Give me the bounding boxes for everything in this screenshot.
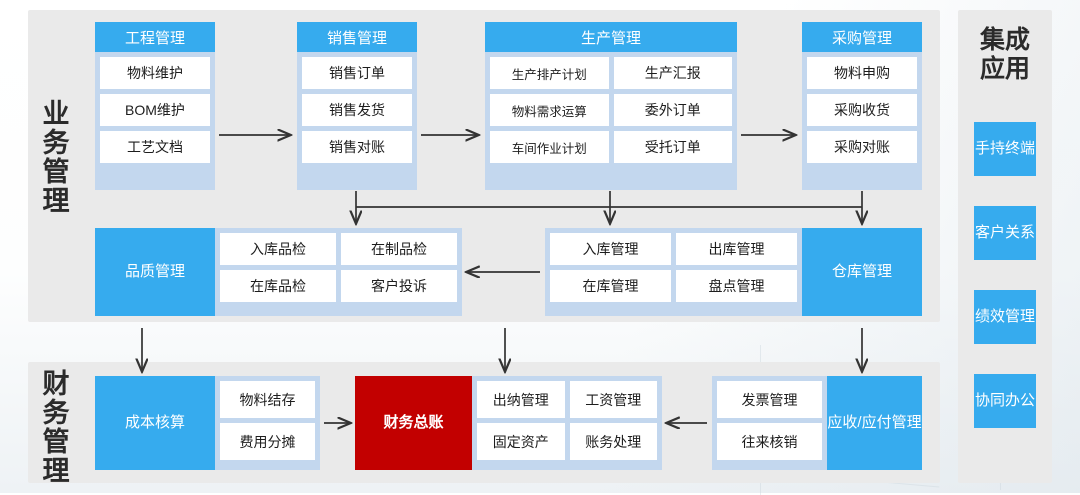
card-quality-item-2[interactable]: 在制品检	[341, 233, 457, 265]
card-quality[interactable]: 品质管理 入库品检 在库品检 在制品检 客户投诉	[95, 228, 462, 316]
finance-label-char-2: 管	[42, 427, 70, 458]
business-label-char-0: 业	[42, 99, 70, 129]
card-general-ledger-col-left: 出纳管理 固定资产	[477, 381, 565, 465]
app-tile-collaborative-office[interactable]: 协同办公	[974, 374, 1036, 428]
card-production-item-3[interactable]: 生产汇报	[613, 57, 732, 89]
finance-section-label: 财 务 管 理	[34, 369, 78, 487]
card-warehouse-item-0[interactable]: 入库管理	[550, 233, 671, 265]
card-general-ledger-label: 财务总账	[355, 376, 472, 470]
card-warehouse-label: 仓库管理	[802, 228, 922, 316]
card-warehouse[interactable]: 入库管理 在库管理 出库管理 盘点管理 仓库管理	[545, 228, 922, 316]
business-section-label: 业 务 管 理	[34, 99, 78, 217]
finance-label-char-3: 理	[42, 456, 70, 487]
card-production-body: 生产排产计划 物料需求运算 车间作业计划 生产汇报 委外订单 受托订单	[485, 52, 737, 168]
finance-label-char-1: 务	[42, 398, 70, 429]
card-purchasing[interactable]: 采购管理 物料申购 采购收货 采购对账	[802, 22, 922, 190]
card-cost-accounting-grid: 物料结存 费用分摊	[215, 376, 320, 470]
business-label-char-3: 理	[42, 186, 70, 217]
card-production-item-1[interactable]: 物料需求运算	[490, 94, 609, 126]
apps-title-line-1: 应用	[979, 54, 1030, 83]
business-label-char-2: 管	[42, 157, 70, 188]
card-engineering-item-1[interactable]: BOM维护	[100, 94, 210, 126]
card-quality-col-right: 在制品检 客户投诉	[341, 233, 457, 311]
card-engineering-title: 工程管理	[95, 22, 215, 52]
card-ar-ap-item-0[interactable]: 发票管理	[717, 381, 822, 418]
card-engineering-body: 物料维护 BOM维护 工艺文档	[95, 52, 215, 168]
card-quality-grid: 入库品检 在库品检 在制品检 客户投诉	[215, 228, 462, 316]
card-production-item-4[interactable]: 委外订单	[613, 94, 732, 126]
card-cost-accounting-item-0[interactable]: 物料结存	[220, 381, 315, 418]
card-warehouse-grid: 入库管理 在库管理 出库管理 盘点管理	[545, 228, 802, 316]
card-cost-accounting-item-1[interactable]: 费用分摊	[220, 423, 315, 460]
card-quality-label: 品质管理	[95, 228, 215, 316]
card-general-ledger-item-1[interactable]: 固定资产	[477, 423, 565, 460]
card-purchasing-item-0[interactable]: 物料申购	[807, 57, 917, 89]
app-tile-handheld-terminal[interactable]: 手持终端	[974, 122, 1036, 176]
card-general-ledger-grid: 出纳管理 固定资产 工资管理 账务处理	[472, 376, 662, 470]
card-purchasing-title: 采购管理	[802, 22, 922, 52]
card-sales-body: 销售订单 销售发货 销售对账	[297, 52, 417, 168]
card-purchasing-body: 物料申购 采购收货 采购对账	[802, 52, 922, 168]
card-sales[interactable]: 销售管理 销售订单 销售发货 销售对账	[297, 22, 417, 190]
card-general-ledger-item-3[interactable]: 账务处理	[569, 423, 657, 460]
card-purchasing-item-1[interactable]: 采购收货	[807, 94, 917, 126]
card-ar-ap-label: 应收/应付管理	[827, 376, 922, 470]
apps-title-line-0: 集成	[979, 26, 1030, 54]
card-warehouse-col-left: 入库管理 在库管理	[550, 233, 671, 311]
card-ar-ap-grid: 发票管理 往来核销	[712, 376, 827, 470]
integrated-apps-title: 集成 应用	[958, 26, 1052, 84]
card-warehouse-col-right: 出库管理 盘点管理	[676, 233, 797, 311]
card-production-title: 生产管理	[485, 22, 737, 52]
card-general-ledger[interactable]: 财务总账 出纳管理 固定资产 工资管理 账务处理	[355, 376, 662, 470]
card-warehouse-item-1[interactable]: 在库管理	[550, 270, 671, 302]
card-general-ledger-item-2[interactable]: 工资管理	[569, 381, 657, 418]
card-sales-item-2[interactable]: 销售对账	[302, 131, 412, 163]
card-warehouse-item-3[interactable]: 盘点管理	[676, 270, 797, 302]
card-production[interactable]: 生产管理 生产排产计划 物料需求运算 车间作业计划 生产汇报 委外订单 受托订单	[485, 22, 737, 190]
card-general-ledger-item-0[interactable]: 出纳管理	[477, 381, 565, 418]
card-production-item-5[interactable]: 受托订单	[613, 131, 732, 163]
finance-label-char-0: 财	[42, 369, 70, 399]
card-engineering-item-0[interactable]: 物料维护	[100, 57, 210, 89]
card-production-item-0[interactable]: 生产排产计划	[490, 57, 609, 89]
app-tile-customer-relations[interactable]: 客户关系	[974, 206, 1036, 260]
card-quality-item-1[interactable]: 在库品检	[220, 270, 336, 302]
card-engineering-item-2[interactable]: 工艺文档	[100, 131, 210, 163]
card-engineering[interactable]: 工程管理 物料维护 BOM维护 工艺文档	[95, 22, 215, 190]
card-purchasing-item-2[interactable]: 采购对账	[807, 131, 917, 163]
card-ar-ap-item-1[interactable]: 往来核销	[717, 423, 822, 460]
card-ar-ap[interactable]: 发票管理 往来核销 应收/应付管理	[712, 376, 922, 470]
card-quality-item-3[interactable]: 客户投诉	[341, 270, 457, 302]
card-general-ledger-col-right: 工资管理 账务处理	[569, 381, 657, 465]
business-label-char-1: 务	[42, 128, 70, 159]
app-tile-performance-management[interactable]: 绩效管理	[974, 290, 1036, 344]
card-sales-title: 销售管理	[297, 22, 417, 52]
card-quality-col-left: 入库品检 在库品检	[220, 233, 336, 311]
card-ar-ap-col: 发票管理 往来核销	[717, 381, 822, 465]
card-warehouse-item-2[interactable]: 出库管理	[676, 233, 797, 265]
card-cost-accounting-label: 成本核算	[95, 376, 215, 470]
card-production-col-right: 生产汇报 委外订单 受托订单	[613, 57, 732, 163]
card-sales-item-1[interactable]: 销售发货	[302, 94, 412, 126]
card-cost-accounting[interactable]: 成本核算 物料结存 费用分摊	[95, 376, 320, 470]
card-cost-accounting-col: 物料结存 费用分摊	[220, 381, 315, 465]
card-sales-item-0[interactable]: 销售订单	[302, 57, 412, 89]
card-quality-item-0[interactable]: 入库品检	[220, 233, 336, 265]
card-production-item-2[interactable]: 车间作业计划	[490, 131, 609, 163]
card-production-col-left: 生产排产计划 物料需求运算 车间作业计划	[490, 57, 609, 163]
